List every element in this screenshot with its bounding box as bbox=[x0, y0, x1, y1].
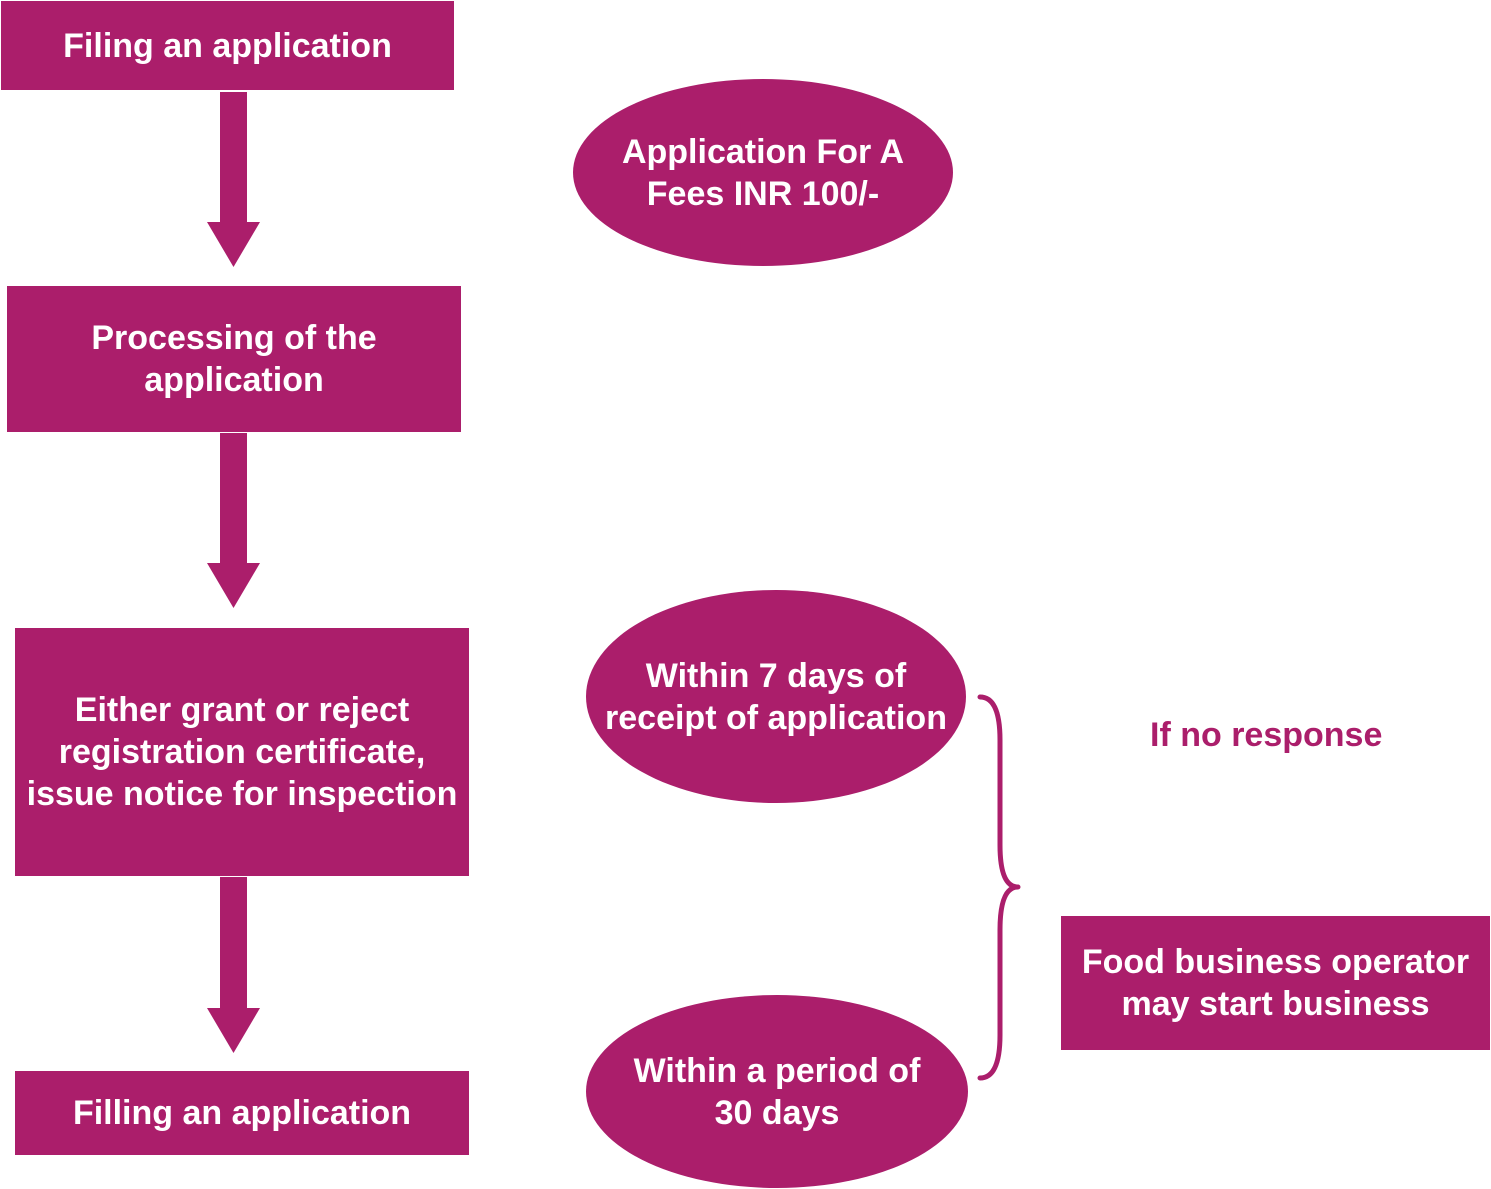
within-7-days-note: Within 7 days of receipt of application bbox=[586, 590, 966, 803]
step-grant-or-reject-label: Either grant or reject registration cert… bbox=[26, 691, 458, 813]
step-processing-application-label: Processing of the application bbox=[91, 319, 377, 399]
arrow-down-icon bbox=[207, 433, 260, 608]
step-filing-application: Filing an application bbox=[1, 1, 454, 90]
outcome-box: Food business operator may start busines… bbox=[1061, 916, 1490, 1050]
fee-note: Application For A Fees INR 100/- bbox=[573, 79, 953, 266]
within-7-days-note-label: Within 7 days of receipt of application bbox=[605, 656, 947, 737]
step-filling-application: Filling an application bbox=[15, 1071, 469, 1155]
arrow-down-icon bbox=[207, 877, 260, 1053]
arrow-down-icon bbox=[207, 92, 260, 267]
step-filling-application-label: Filling an application bbox=[72, 1094, 412, 1132]
no-response-label: If no response bbox=[1150, 716, 1383, 754]
step-processing-application: Processing of the application bbox=[7, 286, 461, 432]
step-filing-application-label: Filing an application bbox=[63, 26, 392, 65]
step-grant-or-reject: Either grant or reject registration cert… bbox=[15, 628, 469, 876]
curly-brace-icon bbox=[977, 694, 1021, 1081]
within-30-days-note: Within a period of 30 days bbox=[586, 995, 968, 1188]
within-30-days-note-label: Within a period of 30 days bbox=[633, 1051, 921, 1132]
fee-note-label: Application For A Fees INR 100/- bbox=[621, 132, 905, 213]
outcome-box-label: Food business operator may start busines… bbox=[1081, 943, 1470, 1023]
